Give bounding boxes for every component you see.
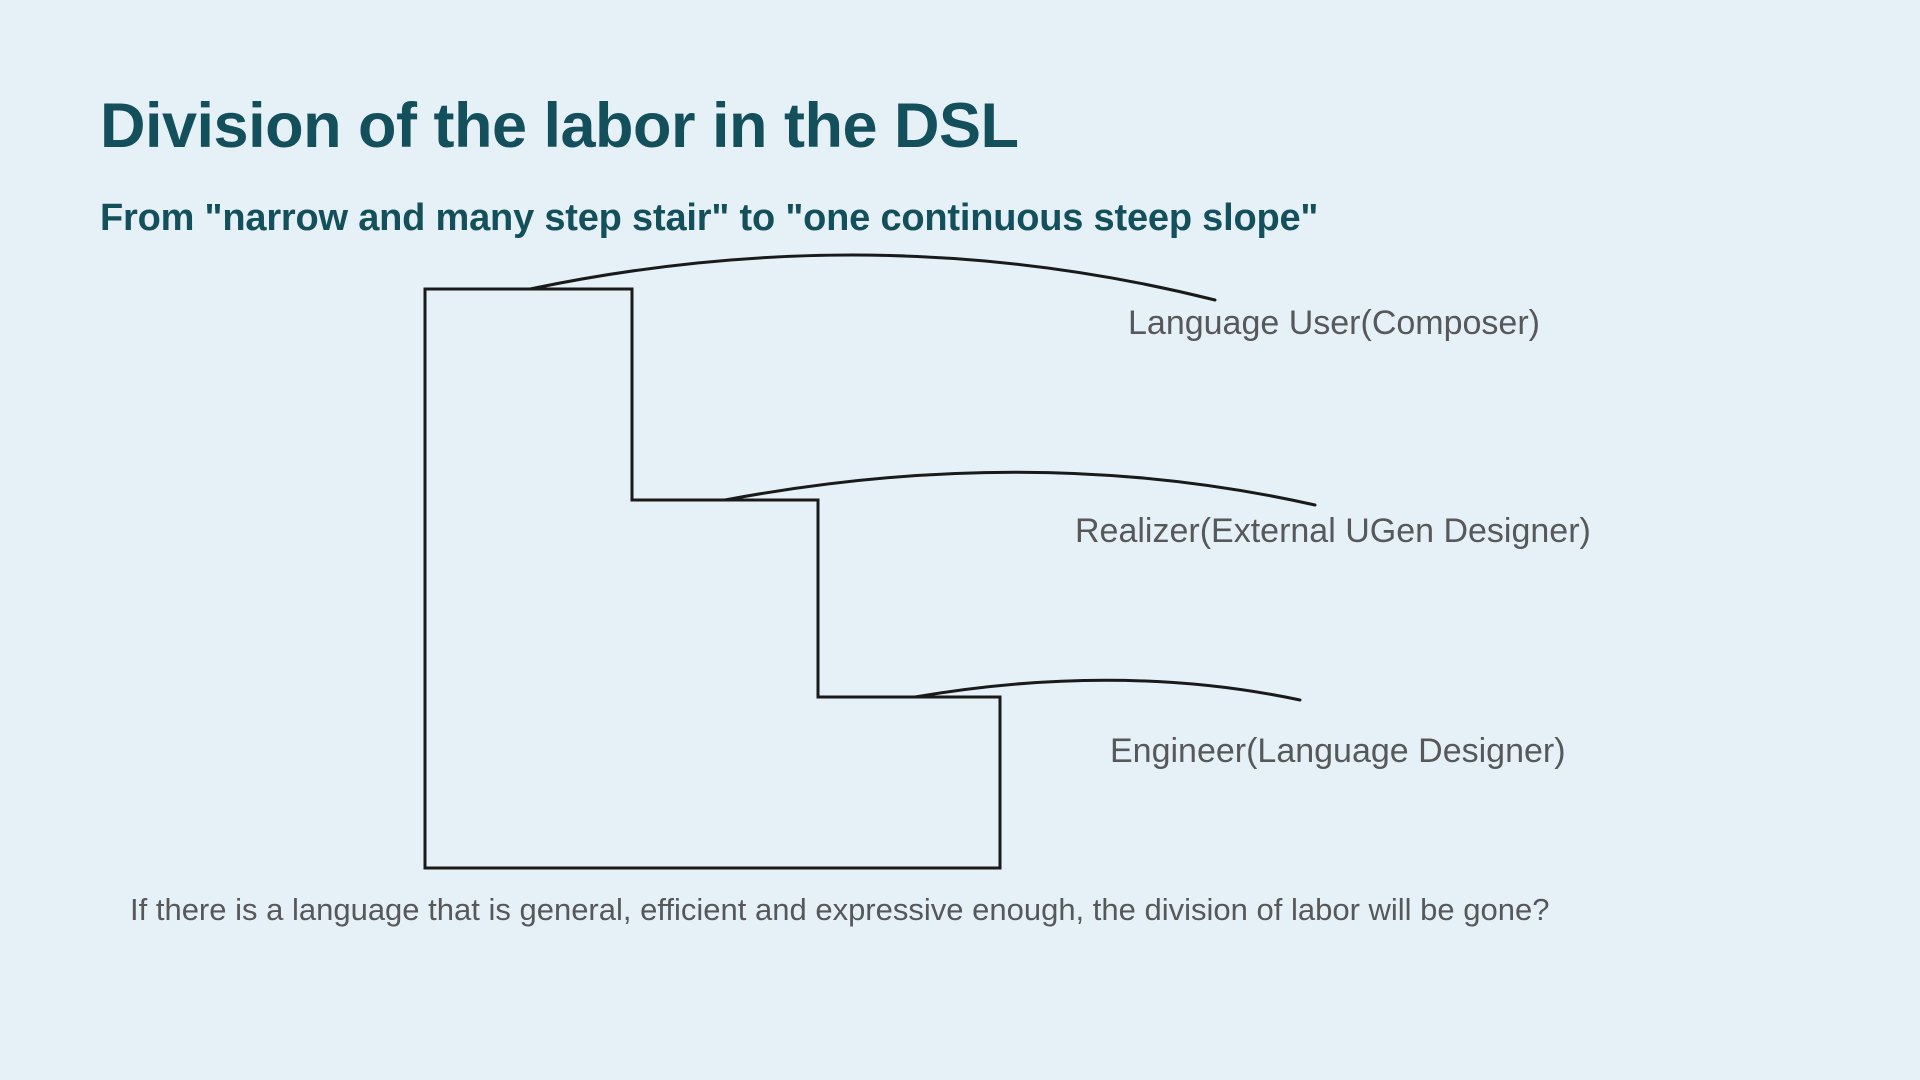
arc-connector-language-user — [528, 253, 1217, 302]
role-label-language-user: Language User(Composer) — [1128, 304, 1540, 342]
role-label-engineer: Engineer(Language Designer) — [1110, 732, 1566, 770]
arc-connector-engineer — [913, 678, 1302, 702]
role-label-realizer: Realizer(External UGen Designer) — [1075, 512, 1591, 550]
slide-title: Division of the labor in the DSL — [100, 91, 1019, 161]
arc-connector-realizer — [723, 470, 1317, 507]
slide-subtitle: From "narrow and many step stair" to "on… — [100, 197, 1319, 239]
staircase-outline — [423, 287, 1002, 870]
slide-caption: If there is a language that is general, … — [130, 892, 1550, 927]
